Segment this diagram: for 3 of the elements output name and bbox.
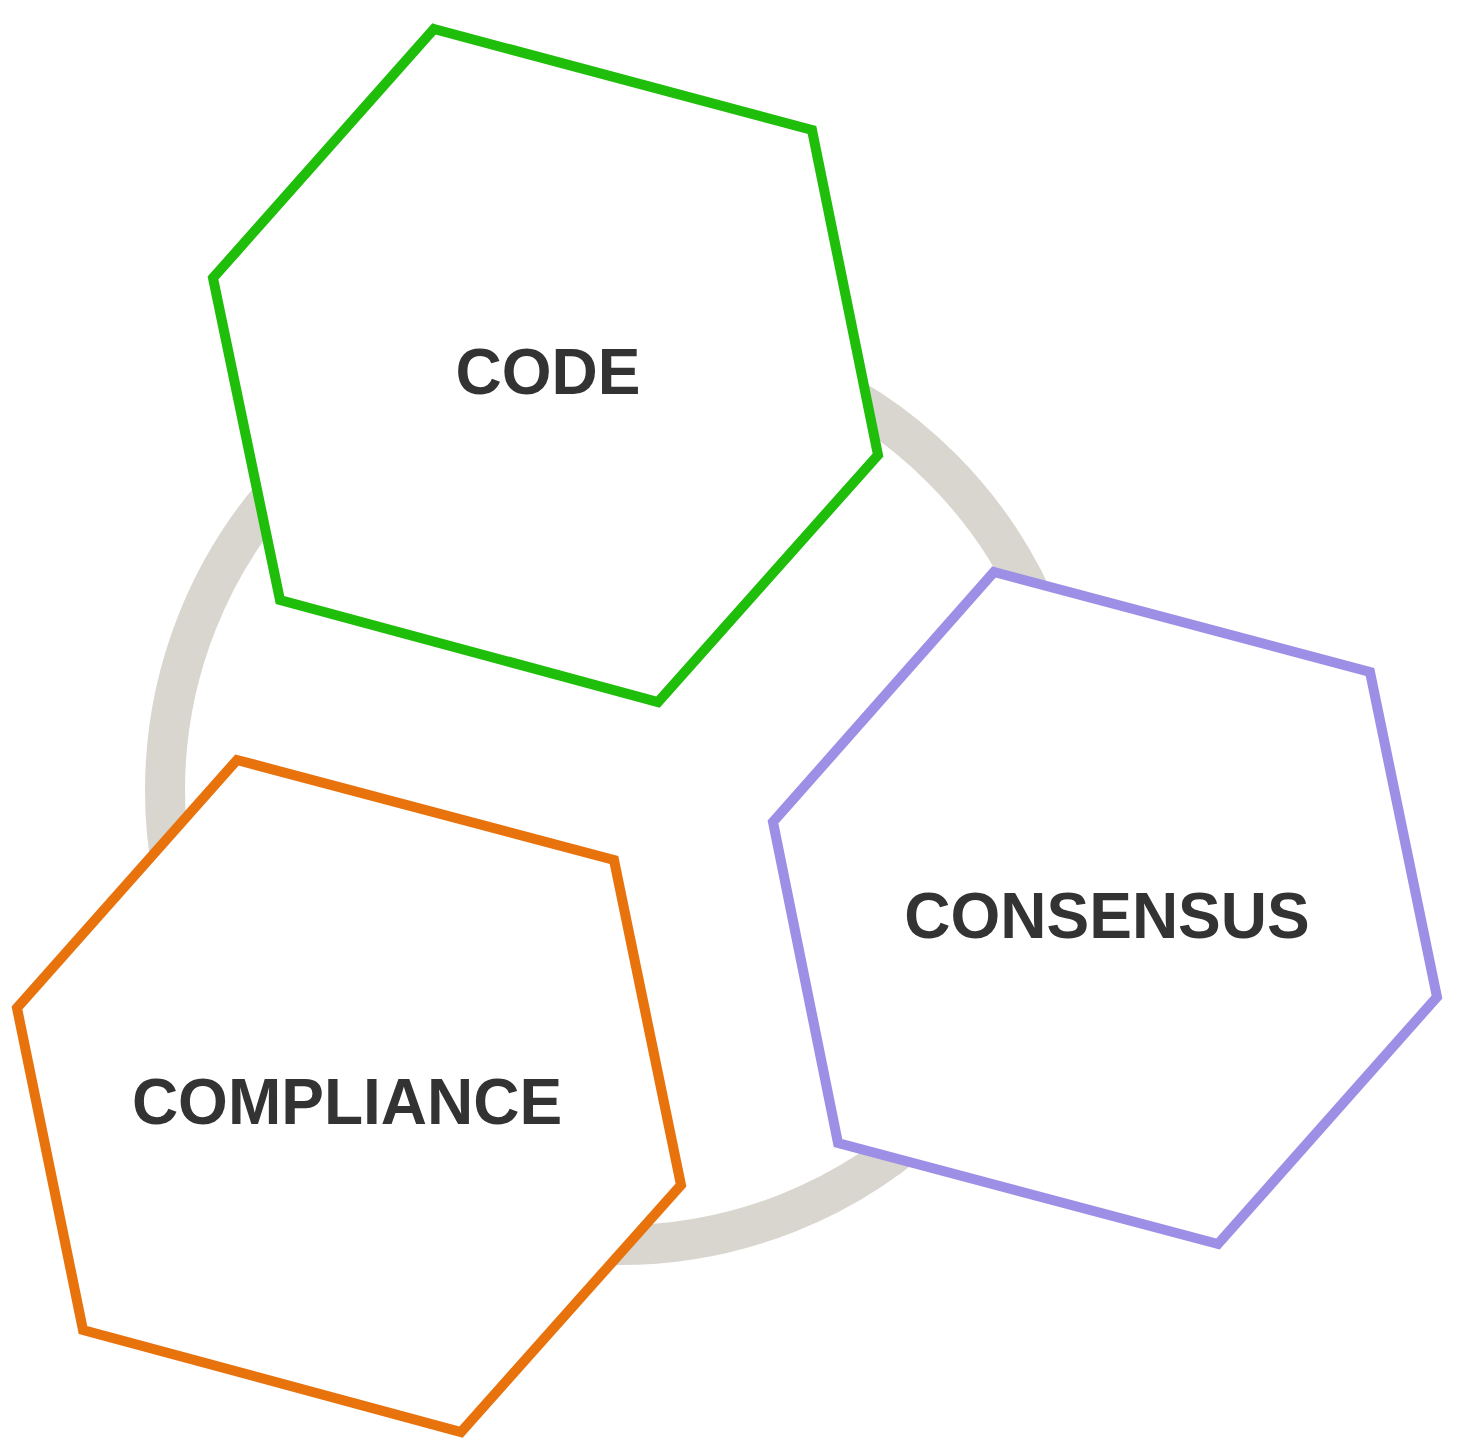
node-label: CODE (455, 340, 641, 404)
node-label: COMPLIANCE (131, 1070, 563, 1134)
node-label: CONSENSUS (904, 884, 1310, 948)
